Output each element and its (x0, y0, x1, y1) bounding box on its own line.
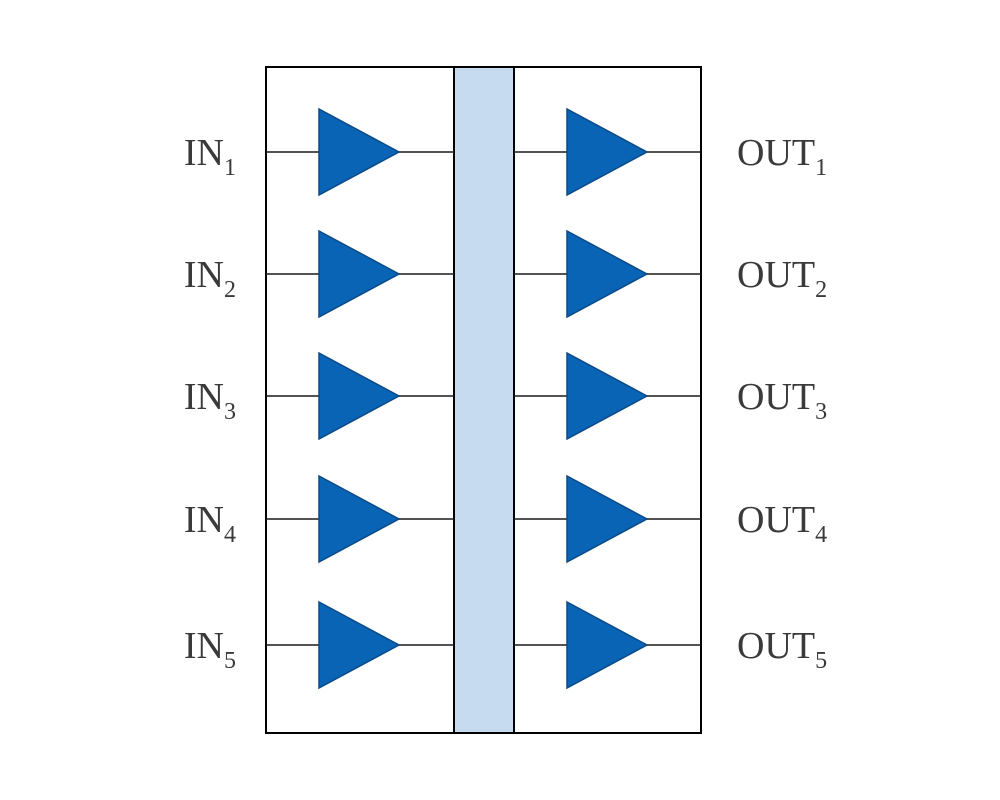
crosspoint-bus (453, 66, 515, 734)
input-label-2-name: IN (184, 254, 224, 296)
output-amplifier-icon-5 (566, 600, 649, 690)
input-label-2-index: 2 (224, 277, 236, 303)
input-label-3-index: 3 (224, 399, 236, 425)
input-amplifier-icon-5 (318, 600, 401, 690)
input-amplifier-icon-4 (318, 474, 401, 564)
input-label-5-name: IN (184, 625, 224, 667)
output-label-3: OUT3 (737, 376, 827, 425)
output-amplifier-icon-2 (566, 229, 649, 319)
input-label-4: IN4 (184, 499, 236, 548)
input-amplifier-icon-1 (318, 107, 401, 197)
output-label-1-name: OUT (737, 132, 815, 174)
output-amplifier-icon-1 (566, 107, 649, 197)
input-label-1-index: 1 (224, 155, 236, 181)
input-label-3-name: IN (184, 376, 224, 418)
output-label-5-index: 5 (815, 648, 827, 674)
input-label-3: IN3 (184, 376, 236, 425)
input-amplifier-icon-2 (318, 229, 401, 319)
output-amplifier-icon-4 (566, 474, 649, 564)
input-label-1: IN1 (184, 132, 236, 181)
input-label-2: IN2 (184, 254, 236, 303)
output-label-4: OUT4 (737, 499, 827, 548)
input-label-5: IN5 (184, 625, 236, 674)
output-label-3-name: OUT (737, 376, 815, 418)
output-label-1-index: 1 (815, 155, 827, 181)
input-label-4-name: IN (184, 499, 224, 541)
output-label-4-index: 4 (815, 522, 827, 548)
input-amplifier-icon-3 (318, 351, 401, 441)
output-label-2-name: OUT (737, 254, 815, 296)
input-label-1-name: IN (184, 132, 224, 174)
output-label-2-index: 2 (815, 277, 827, 303)
input-label-4-index: 4 (224, 522, 236, 548)
output-label-3-index: 3 (815, 399, 827, 425)
output-label-4-name: OUT (737, 499, 815, 541)
input-label-5-index: 5 (224, 648, 236, 674)
output-label-5-name: OUT (737, 625, 815, 667)
output-amplifier-icon-3 (566, 351, 649, 441)
output-label-2: OUT2 (737, 254, 827, 303)
output-label-1: OUT1 (737, 132, 827, 181)
output-label-5: OUT5 (737, 625, 827, 674)
